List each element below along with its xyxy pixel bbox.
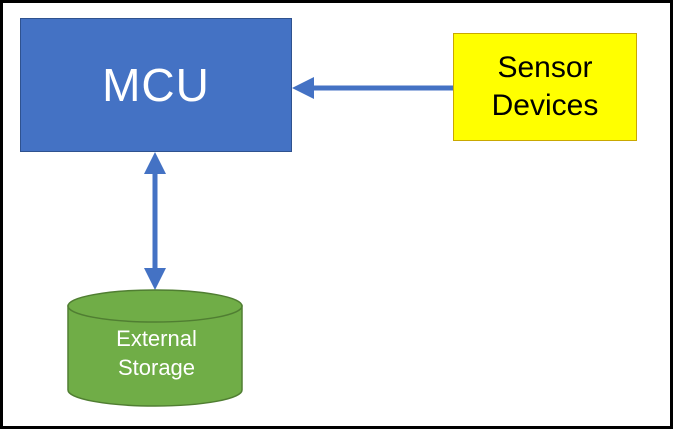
sensor-to-mcu-arrow [292, 77, 453, 99]
storage-label-line2: Storage [117, 355, 196, 380]
mcu-storage-arrow [144, 152, 166, 290]
external-storage-cylinder [67, 289, 243, 407]
sensor-devices-block: Sensor Devices [453, 33, 637, 141]
external-storage-label: External Storage [70, 324, 243, 382]
mcu-block: MCU [20, 18, 292, 152]
mcu-label: MCU [102, 59, 210, 111]
sensor-label-line1: Sensor [497, 51, 593, 84]
storage-label-line1: External [116, 326, 197, 351]
sensor-label-line2: Devices [491, 89, 599, 122]
